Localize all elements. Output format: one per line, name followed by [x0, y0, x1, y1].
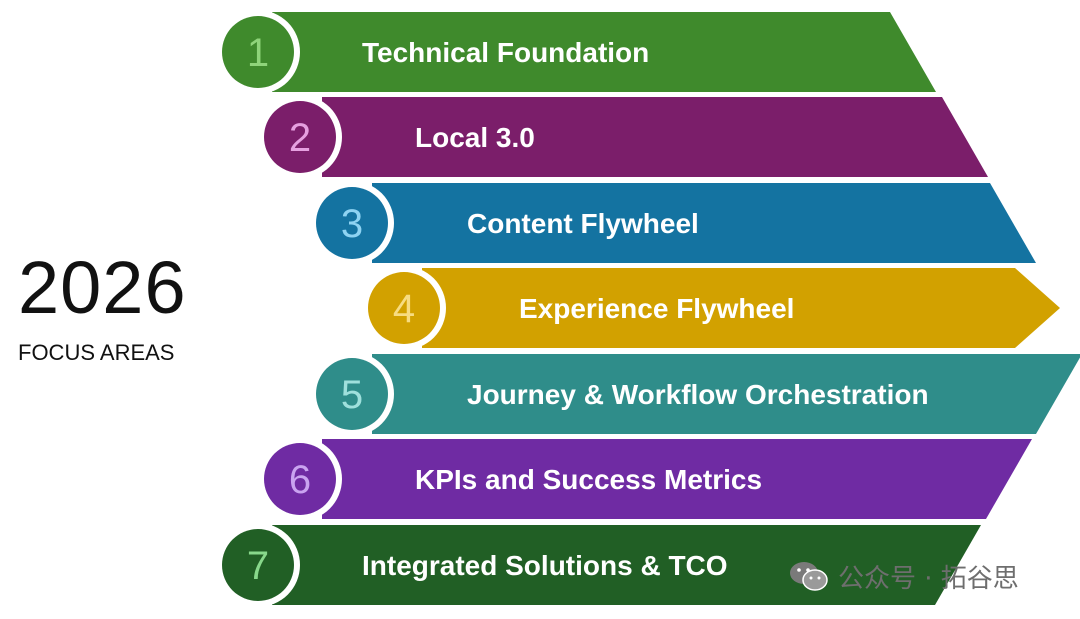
focus-area-band [272, 12, 936, 92]
focus-area-1: 1 Technical Foundation [216, 10, 936, 94]
focus-area-2: 2 Local 3.0 [258, 95, 988, 179]
focus-area-6: 6 KPIs and Success Metrics [258, 437, 1032, 521]
number-circle [368, 272, 440, 344]
number-circle [222, 16, 294, 88]
focus-area-number: 3 [341, 202, 363, 246]
focus-area-band [322, 439, 1032, 519]
focus-area-band [322, 97, 988, 177]
focus-area-label: Journey & Workflow Orchestration [467, 379, 929, 410]
focus-area-3: 3 Content Flywheel [310, 181, 1036, 265]
focus-area-number: 1 [247, 31, 269, 75]
focus-area-band [372, 183, 1036, 263]
focus-area-label: Integrated Solutions & TCO [362, 550, 728, 581]
focus-area-label: Content Flywheel [467, 208, 699, 239]
watermark-text: 公众号 · 拓谷思 [838, 563, 1019, 594]
focus-area-number: 4 [393, 287, 415, 331]
focus-area-number: 2 [289, 116, 311, 160]
year-heading: 2026 [18, 246, 187, 329]
number-circle [264, 101, 336, 173]
title-block: 2026 FOCUS AREAS [18, 248, 218, 366]
focus-area-4: 4 Experience Flywheel [362, 266, 1060, 350]
focus-area-label: Local 3.0 [415, 122, 535, 153]
focus-area-band [372, 354, 1080, 434]
number-circle [316, 358, 388, 430]
focus-area-label: Technical Foundation [362, 37, 649, 68]
focus-area-number: 7 [247, 544, 269, 588]
watermark: 公众号 · 拓谷思 [788, 556, 1019, 596]
focus-area-label: Experience Flywheel [519, 293, 794, 324]
number-circle [222, 529, 294, 601]
focus-area-band [422, 268, 1060, 348]
focus-area-label: KPIs and Success Metrics [415, 464, 762, 495]
focus-area-5: 5 Journey & Workflow Orchestration [310, 352, 1080, 436]
focus-area-number: 6 [289, 458, 311, 502]
number-circle [264, 443, 336, 515]
focus-area-number: 5 [341, 373, 363, 417]
focus-areas-subtitle: FOCUS AREAS [18, 340, 175, 365]
wechat-icon [790, 562, 828, 591]
number-circle [316, 187, 388, 259]
